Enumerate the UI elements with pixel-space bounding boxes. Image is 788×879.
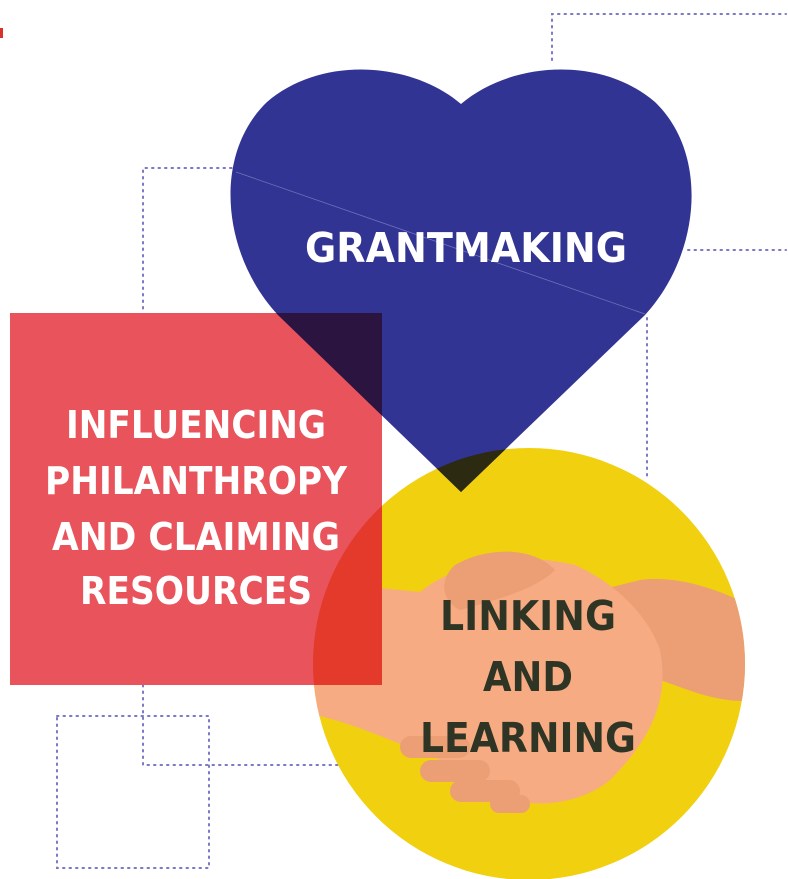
square-circle-overlap (313, 505, 382, 685)
dotted-connectors (56, 13, 787, 869)
influencing-line-3: AND CLAIMING (52, 515, 340, 559)
dotted-line-top (551, 13, 787, 61)
linking-line-2: AND (483, 653, 573, 701)
dotted-square-bottom-left (56, 715, 210, 869)
influencing-line-2: PHILANTHROPY (45, 459, 347, 503)
handshake-icon (313, 551, 745, 813)
grantmaking-label: GRANTMAKING (305, 224, 627, 272)
influencing-label: INFLUENCING PHILANTHROPY AND CLAIMING RE… (45, 403, 347, 613)
hand-fingers (400, 736, 530, 813)
grantmaking-heart (230, 69, 692, 492)
linking-label: LINKING AND LEARNING (420, 592, 636, 762)
dotted-line-square-bottom (142, 684, 339, 766)
linking-line-3: LEARNING (420, 714, 636, 762)
dotted-line-heart-left (142, 167, 239, 314)
linking-line-1: LINKING (440, 592, 616, 640)
accent-mark (0, 28, 3, 38)
influencing-line-4: RESOURCES (80, 569, 312, 613)
hand-left-arm (313, 559, 663, 804)
hand-thumb (444, 551, 555, 610)
influencing-line-1: INFLUENCING (66, 403, 326, 447)
heart-diagonal-line (235, 171, 646, 315)
